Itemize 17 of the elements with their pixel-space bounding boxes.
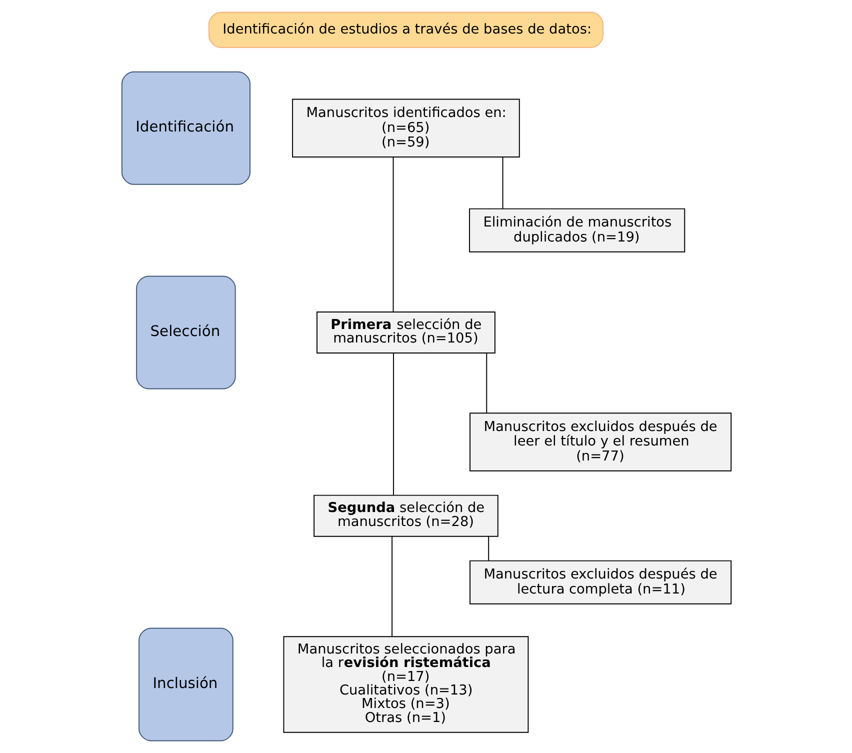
node-box: Manuscritos seleccionados para la revisión ristemática (n=17) Cualitativos (n=13) Mixtos (n=3) Otras (n=1) <box>282 636 528 733</box>
node-box: Manuscritos excluidos después de lectura completa (n=11) <box>469 560 732 604</box>
node-box: Identificación de estudios a través de bases de datos: <box>208 12 603 48</box>
connector <box>392 156 394 312</box>
node-box: Primera selección de manuscritos (n=105) <box>316 311 495 354</box>
connector <box>488 536 489 561</box>
node-box: Identificación <box>120 71 250 185</box>
node-box: Manuscritos excluidos después de leer el título y el resumen (n=77) <box>469 412 732 472</box>
connector <box>391 536 392 637</box>
connector <box>486 352 487 414</box>
node-box: Segunda selección de manuscritos (n=28) <box>313 494 498 537</box>
node-box: Selección <box>136 276 236 390</box>
node-box: Manuscritos identificados en: (n=65) (n=59) <box>292 98 520 158</box>
node-box: Inclusión <box>138 628 233 742</box>
node-box: Eliminación de manuscritos duplicados (n=19) <box>468 208 685 252</box>
connector <box>392 352 394 496</box>
connector <box>502 156 503 210</box>
